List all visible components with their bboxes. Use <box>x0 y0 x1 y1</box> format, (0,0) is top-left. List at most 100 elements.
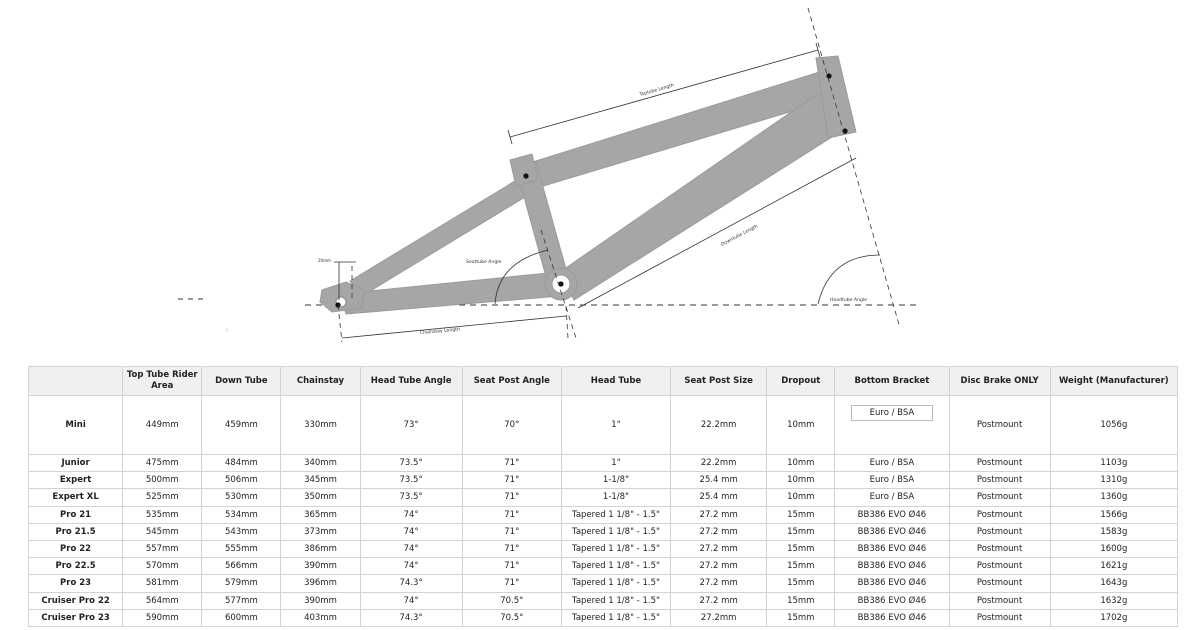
cell: 373mm <box>280 522 361 541</box>
cell: 74.3° <box>359 574 463 593</box>
cell: 500mm <box>122 471 203 490</box>
cell: Postmount <box>948 608 1051 627</box>
cell: 386mm <box>280 539 361 559</box>
cell: BB386 EVO Ø46 <box>834 557 950 576</box>
cell: 27.2 mm <box>670 591 768 610</box>
cell: Postmount <box>948 522 1051 541</box>
cell: Postmount <box>948 557 1051 576</box>
cell: 74° <box>359 557 463 576</box>
cell: 73.5° <box>359 453 463 473</box>
bike-frame <box>319 55 857 315</box>
cell: 340mm <box>280 453 361 473</box>
cell: 15mm <box>766 608 836 627</box>
header-weight: Weight (Manufacturer) <box>1049 366 1179 396</box>
header-disc-brake: Disc Brake ONLY <box>948 366 1051 396</box>
frame-geometry-diagram: Toptube Length Downtube Length Seattube … <box>178 7 920 343</box>
cell: 330mm <box>280 395 361 455</box>
cell: 350mm <box>280 488 361 507</box>
cell: Tapered 1 1/8" - 1.5" <box>560 557 672 576</box>
cell: 71° <box>461 539 562 559</box>
table-row: Cruiser Pro 23 590mm 600mm 403mm 74.3° 7… <box>27 608 1179 627</box>
headtube-angle-label: Headtube Angle <box>830 297 867 303</box>
row-size: Expert <box>27 471 124 490</box>
cell: 15mm <box>766 591 836 610</box>
table-row: Expert XL 525mm 530mm 350mm 73.5° 71° 1-… <box>27 488 1179 507</box>
cell: Tapered 1 1/8" - 1.5" <box>560 539 672 559</box>
cell: 22.2mm <box>670 395 768 455</box>
cell: 534mm <box>201 505 282 524</box>
cell: 1103g <box>1049 453 1179 473</box>
cell: 506mm <box>201 471 282 490</box>
header-seat-post-size: Seat Post Size <box>670 366 768 396</box>
header-head-tube-angle: Head Tube Angle <box>359 366 463 396</box>
cell: 73.5° <box>359 488 463 507</box>
stray-mark <box>225 328 229 332</box>
cell: 74° <box>359 522 463 541</box>
measurement-points <box>335 73 848 308</box>
header-chainstay: Chainstay <box>280 366 361 396</box>
cell: 1-1/8" <box>560 488 672 507</box>
cell: 449mm <box>122 395 203 455</box>
cell: 570mm <box>122 557 203 576</box>
cell: 365mm <box>280 505 361 524</box>
cell: 557mm <box>122 539 203 559</box>
cell: 600mm <box>201 608 282 627</box>
dropout-20mm-label: 20mm <box>318 258 331 263</box>
table-row: Expert 500mm 506mm 345mm 73.5° 71° 1-1/8… <box>27 471 1179 490</box>
cell: 10mm <box>766 488 836 507</box>
cell: 10mm <box>766 453 836 473</box>
cell: Tapered 1 1/8" - 1.5" <box>560 608 672 627</box>
dimension-lines <box>334 42 881 339</box>
cell: 459mm <box>201 395 282 455</box>
cell: Tapered 1 1/8" - 1.5" <box>560 505 672 524</box>
cell: 1" <box>560 395 672 455</box>
head-tube <box>815 55 857 139</box>
cell: Euro / BSA <box>834 471 950 490</box>
cell: Euro / BSA <box>834 453 950 473</box>
bottom-bracket-box: Euro / BSA <box>850 405 934 421</box>
cell: BB386 EVO Ø46 <box>834 505 950 524</box>
cell: 74° <box>359 505 463 524</box>
cell: 390mm <box>280 591 361 610</box>
cell: 543mm <box>201 522 282 541</box>
seattube-angle-label: Seattube Angle <box>466 259 502 265</box>
row-size: Pro 22 <box>27 539 124 559</box>
table-row: Pro 21 535mm 534mm 365mm 74° 71° Tapered… <box>27 505 1179 524</box>
cell: BB386 EVO Ø46 <box>834 539 950 559</box>
table-row: Pro 23 581mm 579mm 396mm 74.3° 71° Taper… <box>27 574 1179 593</box>
row-size: Pro 21.5 <box>27 522 124 541</box>
cell: 579mm <box>201 574 282 593</box>
cell: 71° <box>461 557 562 576</box>
cell: 71° <box>461 574 562 593</box>
cell: Postmount <box>948 539 1051 559</box>
row-size: Cruiser Pro 22 <box>27 591 124 610</box>
cell: Tapered 1 1/8" - 1.5" <box>560 591 672 610</box>
row-size: Pro 22.5 <box>27 557 124 576</box>
cell: 564mm <box>122 591 203 610</box>
cell: BB386 EVO Ø46 <box>834 574 950 593</box>
chainstay-length-label: Chainstay Length <box>420 327 461 336</box>
row-size: Expert XL <box>27 488 124 507</box>
cell: 15mm <box>766 557 836 576</box>
cell: 1702g <box>1049 608 1179 627</box>
cell: 15mm <box>766 574 836 593</box>
cell: 1" <box>560 453 672 473</box>
downtube-length-label: Downtube Length <box>720 223 759 247</box>
cell: 1583g <box>1049 522 1179 541</box>
cell: BB386 EVO Ø46 <box>834 522 950 541</box>
cell: Postmount <box>948 471 1051 490</box>
cell: 15mm <box>766 505 836 524</box>
cell: Postmount <box>948 505 1051 524</box>
cell: 555mm <box>201 539 282 559</box>
table-header-row: Top Tube Rider Area Down Tube Chainstay … <box>27 366 1179 396</box>
cell: 71° <box>461 505 562 524</box>
cell: BB386 EVO Ø46 <box>834 591 950 610</box>
cell: 535mm <box>122 505 203 524</box>
cell: 27.2 mm <box>670 522 768 541</box>
cell: 1600g <box>1049 539 1179 559</box>
cell: 74° <box>359 539 463 559</box>
cell: 1-1/8" <box>560 471 672 490</box>
header-head-tube: Head Tube <box>560 366 672 396</box>
cell: 566mm <box>201 557 282 576</box>
cell: 74° <box>359 591 463 610</box>
